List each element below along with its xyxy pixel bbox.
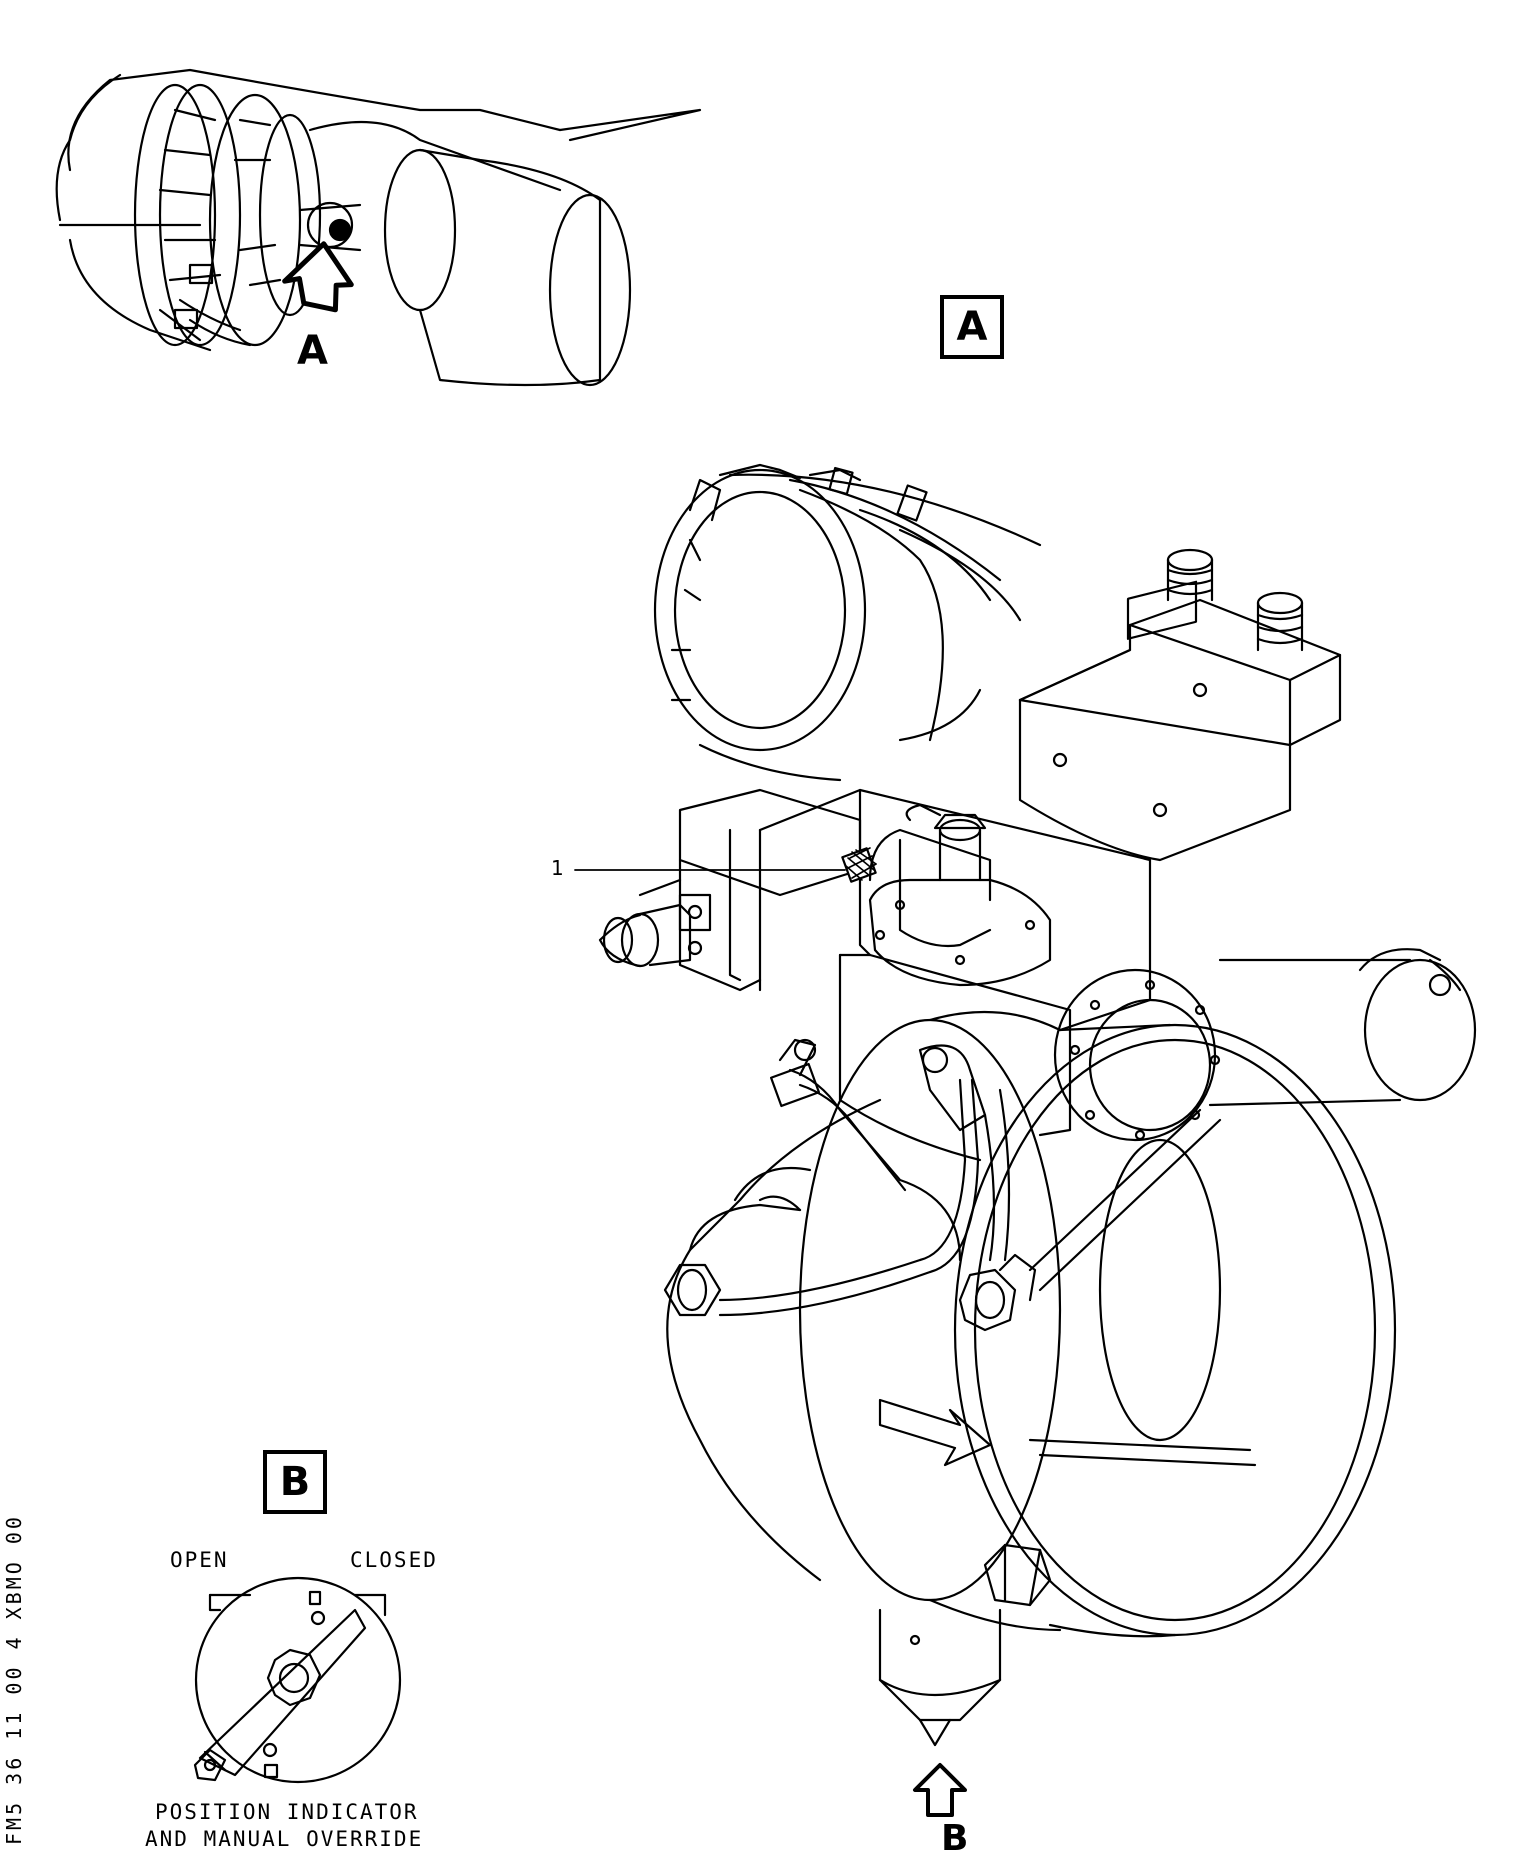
indicator-closed-label: CLOSED: [350, 1548, 438, 1572]
engine-locator-view: [55, 68, 702, 387]
electrical-connector-2: [1256, 591, 1304, 652]
indicator-caption-line1: POSITION INDICATOR: [155, 1800, 419, 1824]
valve-assembly: [598, 463, 1477, 1747]
view-b-arrow-label: B: [941, 1818, 969, 1859]
electrical-connector-1: [1126, 548, 1214, 640]
upper-cylinder-end: [653, 468, 867, 752]
indicator-open-label: OPEN: [170, 1548, 229, 1572]
document-id: FM5 36 11 00 4 XBMO 00: [2, 1514, 26, 1845]
locator-view-label-a: A: [297, 328, 328, 374]
indicator-dial: [194, 1576, 402, 1784]
indicator-caption-line2: AND MANUAL OVERRIDE: [145, 1827, 424, 1851]
pipe-outlet-rim: [953, 1023, 1397, 1637]
detail-view-label-b: B: [263, 1450, 327, 1514]
detail-view-label-a: A: [940, 295, 1004, 359]
view-b-arrow: [913, 1763, 967, 1817]
callout-item-1: 1: [551, 856, 564, 880]
position-indicator-view: [193, 1576, 402, 1784]
flow-direction-arrow: [878, 1398, 992, 1467]
